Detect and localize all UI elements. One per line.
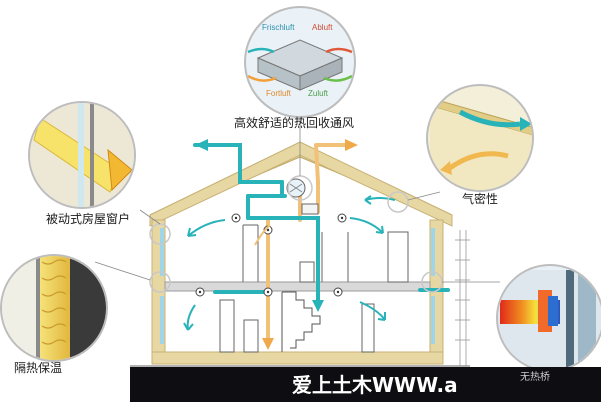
label-abluft: Abluft — [312, 23, 333, 32]
ground-slab — [151, 351, 444, 365]
airtightness-callout — [426, 84, 534, 192]
heat-bridge-callout — [496, 264, 601, 372]
door-lower-left — [219, 299, 235, 353]
window-callout — [28, 101, 136, 209]
watermark-bar — [130, 367, 601, 402]
window-left-lower — [160, 296, 164, 344]
label-frischluft: Frischluft — [262, 23, 295, 32]
fresh-air-duct — [193, 143, 450, 302]
exhaust-arrow-icon — [262, 139, 358, 350]
hrv-unit-callout: Frischluft Abluft Fortluft Zuluft — [244, 6, 356, 118]
label-heat-bridge: 无热桥 — [520, 370, 550, 383]
label-airtightness: 气密性 — [462, 191, 498, 206]
label-fortluft: Fortluft — [266, 89, 292, 98]
airflow-arrow-icon — [183, 195, 396, 331]
door-upper — [299, 261, 315, 283]
fresh-arrow-icon — [195, 139, 324, 312]
window-right-upper — [431, 228, 435, 276]
upper-floor-slab — [164, 281, 431, 292]
door-lower-right — [361, 303, 375, 353]
staircase-icon — [281, 291, 321, 352]
insulation-callout — [0, 254, 108, 362]
label-zuluft: Zuluft — [308, 89, 329, 98]
exhaust-duct — [266, 143, 347, 342]
label-passive-windows: 被动式房屋窗户 — [46, 211, 130, 226]
window-frame-icon — [30, 103, 134, 207]
measuring-scale — [455, 230, 470, 366]
label-hrv-title: 高效舒适的热回收通风 — [234, 115, 354, 130]
watermark-text: 爱上土木WWW.a — [292, 373, 458, 397]
leader-lines — [94, 118, 500, 283]
label-insulation: 隔热保温 — [14, 361, 62, 375]
window-right-lower — [431, 296, 435, 344]
window-left-upper — [160, 228, 164, 276]
fan-unit-icon — [286, 178, 319, 215]
vent-dots — [198, 216, 344, 294]
house-section — [130, 139, 470, 367]
